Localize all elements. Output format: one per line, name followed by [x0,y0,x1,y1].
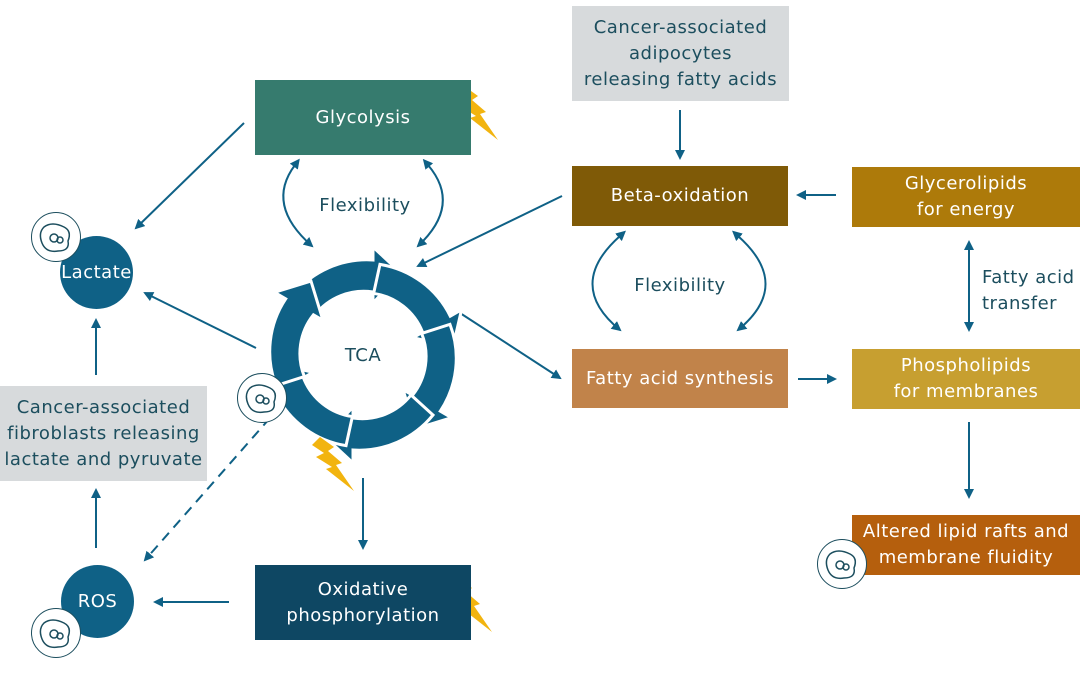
flexibility-arc-left-1 [282,158,314,248]
caf-label-line2: fibroblasts releasing [7,422,200,444]
phospholipids-label-line2: for membranes [893,381,1039,402]
fatty-acid-synthesis-label: Fatty acid synthesis [585,367,775,389]
caf-label-line1: Cancer-associated [16,396,191,418]
beta-oxidation-label: Beta-oxidation [610,185,750,206]
flexibility-label-right: Flexibility [634,275,726,296]
phospholipids-box: Phospholipids for membranes [852,349,1080,409]
fatty-acid-synthesis-box: Fatty acid synthesis [572,349,788,408]
arrow-tca-ros-dashed [143,417,271,562]
arrow-betaox-tca [416,195,563,267]
glycerolipids-box: Glycerolipids for energy [852,167,1080,227]
glycolysis-box: Glycolysis [255,80,471,155]
cycle-arrow-icon [268,279,326,388]
arrow-glycolysis-lactate [134,122,245,230]
flexibility-label-left: Flexibility [319,195,411,216]
cycle-arrow-icon [322,392,436,467]
beta-oxidation-box: Beta-oxidation [572,166,788,226]
caa-label-line3: releasing fatty acids [583,68,778,90]
glycerolipids-label-line1: Glycerolipids [904,173,1028,194]
glycolysis-label: Glycolysis [315,106,411,128]
arrow-tca-fas [459,312,562,380]
arrow-tca-lactate [143,292,257,349]
cycle-arrow-icon [290,243,404,318]
cell-icon [237,373,287,423]
fatty-acid-transfer-label: Fatty acid transfer [982,265,1075,317]
oxphos-box: Oxidative phosphorylation [255,565,471,640]
lactate-label: Lactate [61,262,132,283]
tca-label: TCA [344,345,382,366]
oxphos-label-line1: Oxidative [317,578,409,600]
flexibility-arc-right-2 [732,230,767,332]
flexibility-arc-right-1 [591,230,626,332]
rafts-label-line2: membrane fluidity [878,547,1054,568]
glycerolipids-label-line2: for energy [916,199,1016,220]
cell-icon [31,212,81,262]
caf-box: Cancer-associated fibroblasts releasing … [0,386,207,481]
flexibility-arc-left-2 [416,158,444,248]
cell-icon [817,539,867,589]
caa-label-line1: Cancer-associated [593,16,768,38]
cell-icon [31,608,81,658]
phospholipids-label-line1: Phospholipids [900,355,1032,376]
oxphos-label-line2: phosphorylation [286,604,440,626]
caa-box: Cancer-associated adipocytes releasing f… [572,6,789,101]
lightning-icon [312,437,354,491]
lactate-node: Lactate [60,236,133,309]
lipid-rafts-box: Altered lipid rafts and membrane fluidit… [852,515,1080,575]
rafts-label-line1: Altered lipid rafts and [862,521,1070,542]
tca-cycle [262,243,464,467]
caa-label-line2: adipocytes [629,42,732,64]
ros-label: ROS [77,591,118,612]
transfer-label-line2: transfer [982,293,1058,314]
caf-label-line3: lactate and pyruvate [4,448,203,470]
transfer-label-line1: Fatty acid [982,267,1075,288]
